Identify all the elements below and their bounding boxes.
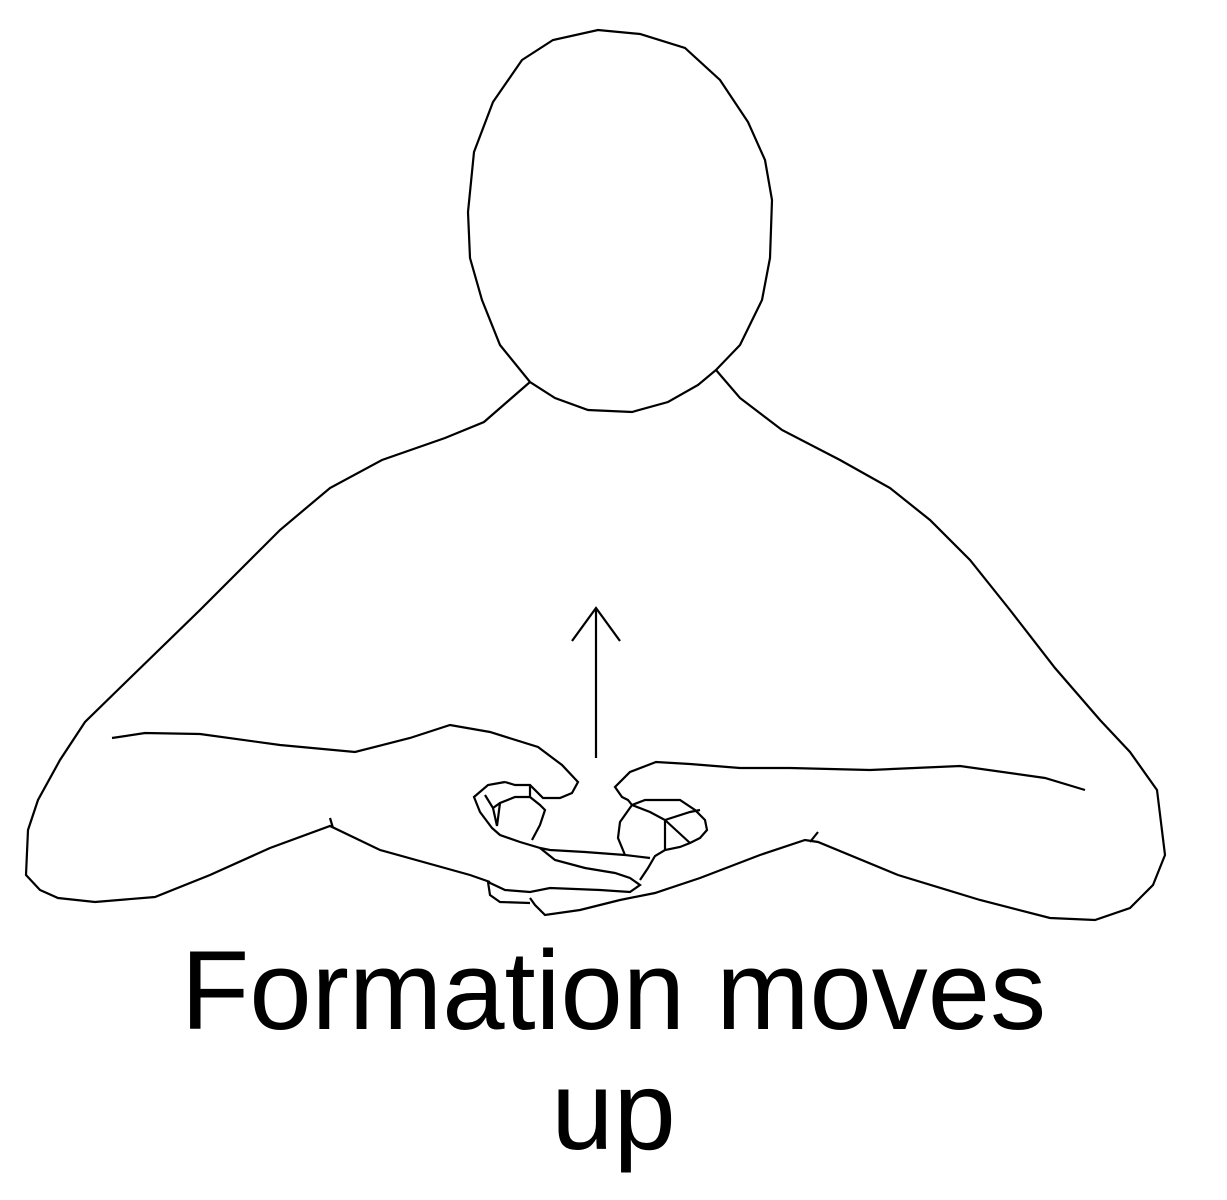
left-forearm-outline [111, 723, 580, 800]
caption-line-2: up [551, 1048, 676, 1173]
left-shoulder-outline [24, 381, 531, 904]
caption-line-1: Formation moves [180, 928, 1047, 1053]
left-hand-knuckles [472, 780, 642, 905]
right-wrist-crease [809, 831, 819, 843]
right-shoulder-outline [529, 369, 1167, 922]
right-finger-detail [539, 803, 701, 860]
head-outline [466, 28, 774, 414]
left-finger-detail [484, 785, 547, 841]
movement-arrow-head [571, 606, 621, 642]
left-wrist-crease [328, 817, 335, 829]
right-forearm-outline [613, 760, 1086, 806]
right-hand-knuckles [631, 798, 709, 881]
